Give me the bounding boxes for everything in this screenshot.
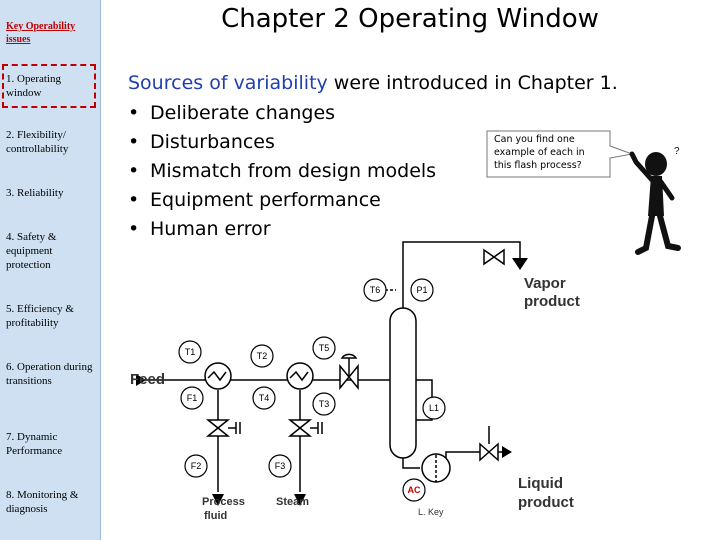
flash-drum bbox=[389, 307, 417, 459]
steam-label: Steam bbox=[276, 496, 309, 508]
liquid-label: Liquid bbox=[518, 475, 563, 492]
page-title: Chapter 2 Operating Window bbox=[221, 4, 599, 34]
instrument-t1: T1 bbox=[185, 347, 196, 357]
instrument-f2: F2 bbox=[191, 461, 202, 471]
intro-line: Sources of variability were introduced i… bbox=[128, 72, 618, 94]
vapor-label: Vapor bbox=[524, 275, 566, 292]
sidebar-item-efficiency[interactable]: 5. Efficiency & profitability bbox=[6, 303, 74, 329]
speech-bubble bbox=[486, 130, 634, 178]
instrument-t5: T5 bbox=[319, 343, 330, 353]
sidebar: Key Operability issues 1. Operating wind… bbox=[0, 0, 101, 540]
vapor-product-label: product bbox=[524, 293, 580, 310]
liquid-product-label: product bbox=[518, 494, 574, 511]
list-item: Equipment performance bbox=[128, 187, 436, 216]
callout-text: Can you find one example of each in this… bbox=[494, 134, 585, 171]
instrument-t4: T4 bbox=[259, 393, 270, 403]
current-section-highlight bbox=[2, 64, 96, 108]
instrument-p1: P1 bbox=[416, 285, 427, 295]
instrument-t3: T3 bbox=[319, 399, 330, 409]
intro-rest: were introduced in Chapter 1. bbox=[327, 72, 618, 94]
svg-text:?: ? bbox=[674, 146, 680, 157]
instrument-l1: L1 bbox=[429, 403, 439, 413]
sidebar-item-dynamic-performance[interactable]: 7. Dynamic Performance bbox=[6, 431, 63, 457]
list-item: Mismatch from design models bbox=[128, 158, 436, 187]
feed-label: Feed bbox=[130, 371, 165, 388]
sidebar-item-safety[interactable]: 4. Safety & equipment protection bbox=[6, 231, 57, 271]
intro-highlight: Sources of variability bbox=[128, 72, 328, 94]
instrument-t2: T2 bbox=[257, 351, 268, 361]
flash-process-diagram: T6 P1 T5 T1 T2 F1 T4 T3 L1 F2 F3 AC Feed… bbox=[130, 241, 580, 522]
author-label: L. Key bbox=[418, 507, 444, 517]
sidebar-item-flexibility[interactable]: 2. Flexibility/ controllability bbox=[6, 129, 69, 155]
sidebar-item-reliability[interactable]: 3. Reliability bbox=[6, 187, 64, 199]
list-item: Disturbances bbox=[128, 129, 436, 158]
sidebar-item-monitoring[interactable]: 8. Monitoring & diagnosis bbox=[6, 489, 79, 515]
thinking-figure-icon: ? bbox=[629, 146, 681, 255]
list-item: Deliberate changes bbox=[128, 100, 436, 129]
instrument-f3: F3 bbox=[275, 461, 286, 471]
process-fluid-label: fluid bbox=[204, 510, 227, 522]
instrument-ac: AC bbox=[408, 485, 421, 495]
list-item: Human error bbox=[128, 216, 436, 245]
process-label: Process bbox=[202, 496, 245, 508]
sidebar-item-operating-window[interactable]: 1. Operating window bbox=[6, 73, 61, 99]
variability-list: Deliberate changes Disturbances Mismatch… bbox=[128, 100, 436, 245]
instrument-t6: T6 bbox=[370, 285, 381, 295]
sidebar-item-transitions[interactable]: 6. Operation during transitions bbox=[6, 361, 93, 387]
sidebar-title[interactable]: Key Operability issues bbox=[6, 21, 76, 45]
instrument-f1: F1 bbox=[187, 393, 198, 403]
